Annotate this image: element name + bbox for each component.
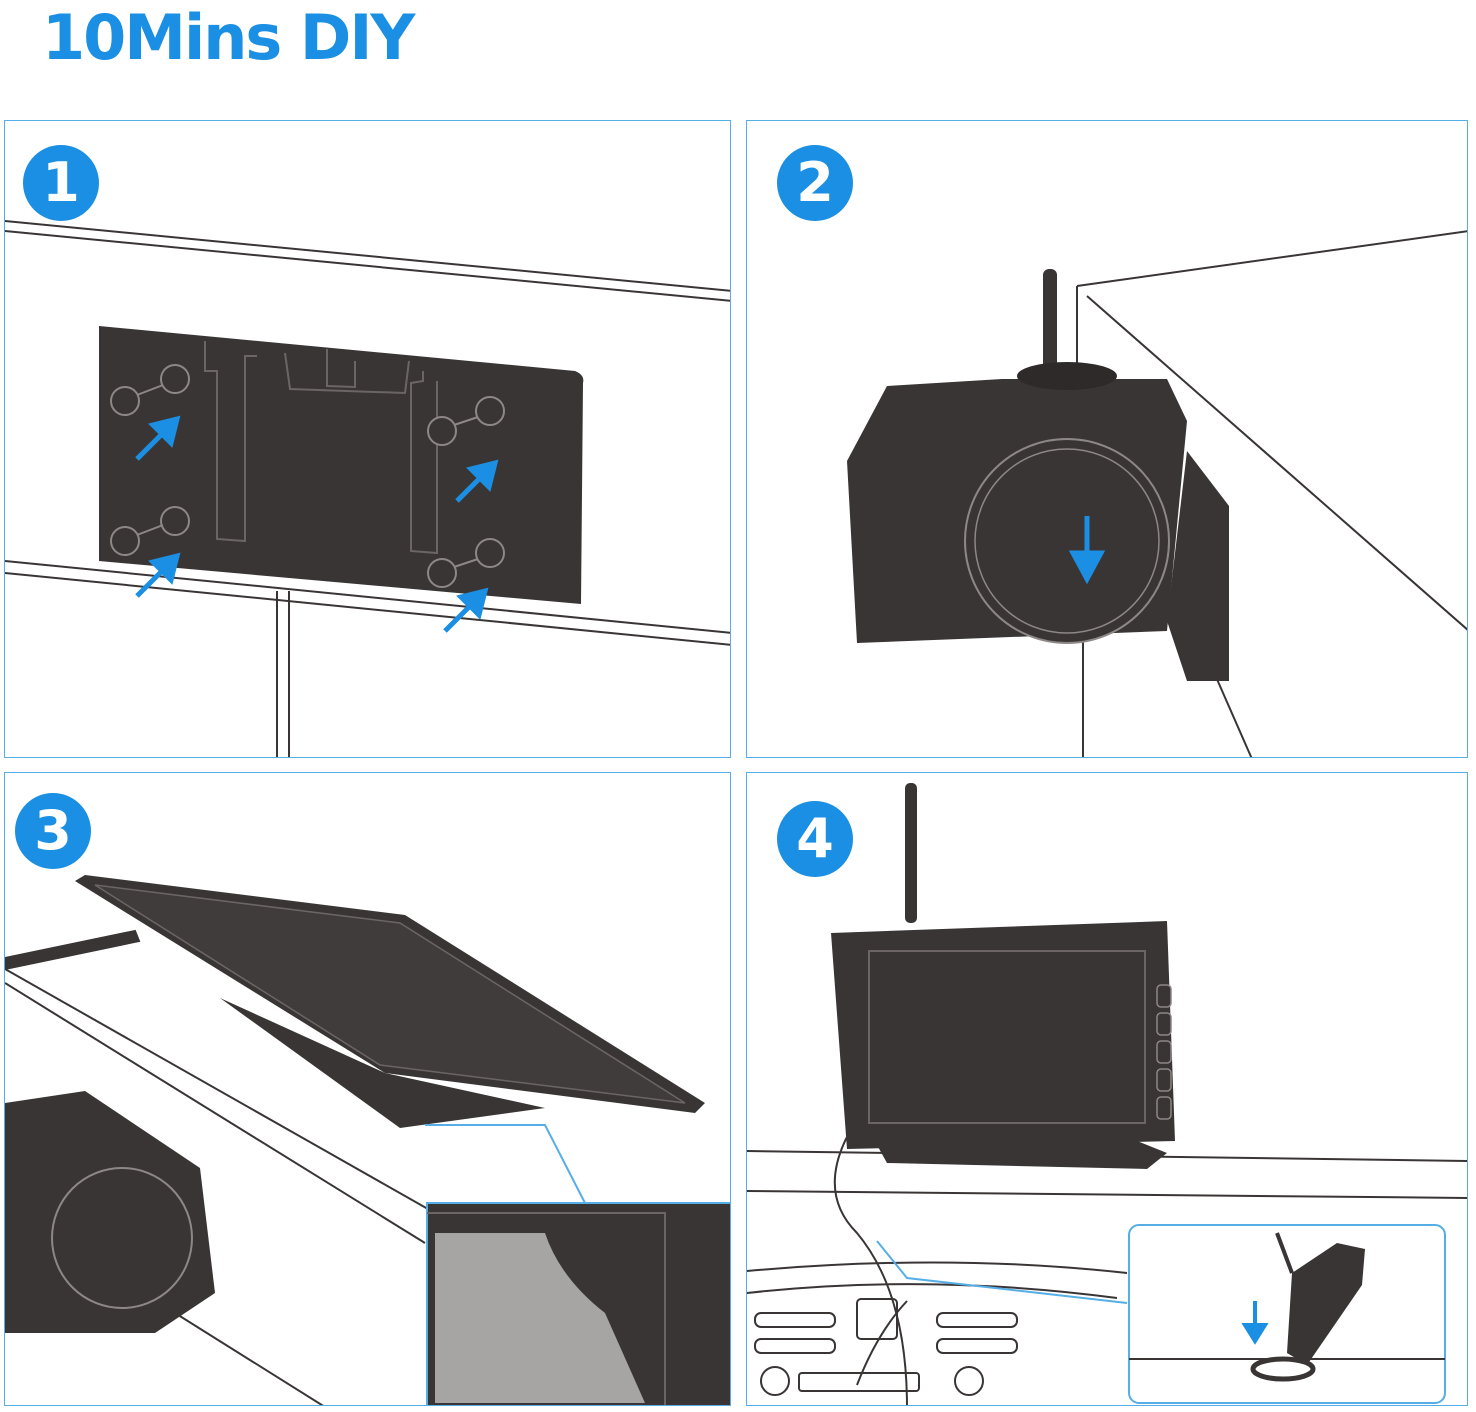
step-2-panel: 2 [746,120,1468,758]
camera-mounting-illustration [847,230,1467,757]
power-connection-illustration [747,783,1467,1405]
step-1-badge: 1 [23,145,99,221]
down-arrow [1068,516,1106,585]
page-title: 10Mins DIY [42,1,415,74]
step-1-panel: 1 [4,120,731,758]
step-3-panel: 3 [4,772,731,1406]
install-arrows [135,415,499,633]
step-3-badge: 3 [15,793,91,869]
license-plate-bracket-illustration [5,220,730,757]
step-4-panel: 4 [746,772,1468,1406]
insert-arrow [1241,1301,1269,1345]
mount-screws [110,364,505,588]
step-4-badge: 4 [777,801,853,877]
car-charger-detail-inset [1128,1224,1446,1404]
monitor-placement-illustration [5,875,730,1405]
step-2-badge: 2 [777,145,853,221]
suction-cup-detail-inset [426,1202,730,1405]
